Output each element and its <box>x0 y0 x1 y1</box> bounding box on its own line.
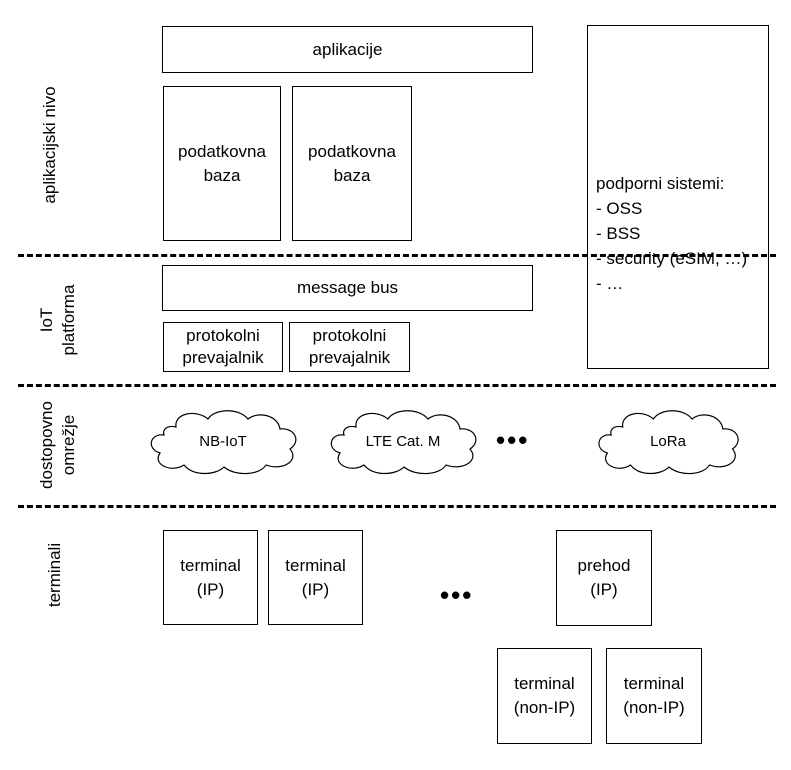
network-label: LoRa <box>650 432 686 450</box>
terminal-ellipsis: ••• <box>440 580 474 610</box>
separator-line <box>18 505 776 508</box>
layer-label-terminals: terminali <box>45 542 64 608</box>
cloud-icon <box>598 410 739 475</box>
terminal-ip-box-2: terminal(IP) <box>268 530 363 625</box>
separator-line <box>18 254 776 257</box>
network-label: NB-IoT <box>199 432 247 450</box>
network-cloud-lora: LoRa <box>590 405 746 477</box>
access-ellipsis: ••• <box>496 425 530 455</box>
applications-box: aplikacije <box>162 26 533 73</box>
support-item: - security (eSIM, …) <box>596 249 748 268</box>
support-systems-box: podporni sistemi: - OSS - BSS - security… <box>587 25 769 369</box>
cloud-icon <box>330 410 477 475</box>
cloud-icon <box>150 410 297 475</box>
terminal-ip-box-1: terminal(IP) <box>163 530 258 625</box>
support-item: - OSS <box>596 199 643 218</box>
layer-label-access-network: dostopovno omrežje <box>37 401 78 489</box>
terminal-non-ip-box-2: terminal(non-IP) <box>606 648 702 744</box>
support-item: - BSS <box>596 224 641 243</box>
layer-label-iot-platform: IoT platforma <box>37 284 78 356</box>
terminal-non-ip-box-1: terminal(non-IP) <box>497 648 592 744</box>
network-cloud-nb-iot: NB-IoT <box>142 405 304 477</box>
support-systems-title: podporni sistemi: <box>596 174 725 193</box>
separator-line <box>18 384 776 387</box>
network-label: LTE Cat. M <box>365 432 441 450</box>
message-bus-box: message bus <box>162 265 533 311</box>
support-systems-list: podporni sistemi: - OSS - BSS - security… <box>596 171 747 296</box>
gateway-box: prehod(IP) <box>556 530 652 626</box>
support-item: - … <box>596 274 624 293</box>
network-cloud-lte-cat-m: LTE Cat. M <box>322 405 484 477</box>
layer-label-application: aplikacijski nivo <box>40 86 59 204</box>
